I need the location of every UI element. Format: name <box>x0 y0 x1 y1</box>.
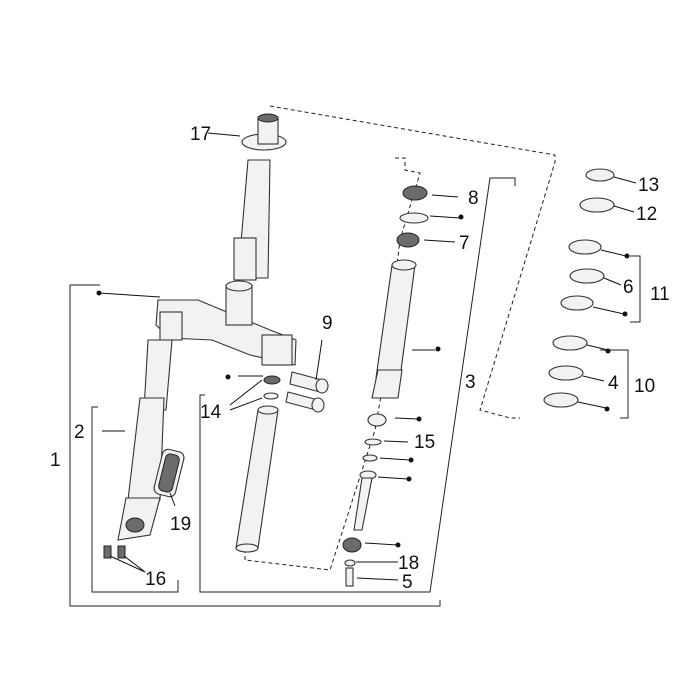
callout-18: 18 <box>398 553 419 574</box>
callout-numbers: 17 8 7 3 15 18 5 9 14 2 1 19 16 13 12 6 … <box>50 124 670 593</box>
fork-assembly <box>103 113 329 559</box>
callout-5: 5 <box>402 572 413 593</box>
callout-7: 7 <box>459 233 470 254</box>
callout-6: 6 <box>623 277 634 298</box>
callout-14: 14 <box>200 402 222 423</box>
callout-4: 4 <box>608 373 619 394</box>
assembly-brackets <box>69 177 641 607</box>
callout-16: 16 <box>145 569 166 590</box>
shock-tube-assembly <box>342 185 429 587</box>
callout-3: 3 <box>465 372 476 393</box>
callout-9: 9 <box>322 313 333 334</box>
callout-dots <box>96 214 630 548</box>
callout-1: 1 <box>50 450 61 471</box>
callout-15: 15 <box>414 432 435 453</box>
headset-bearings <box>543 168 615 408</box>
leader-lines <box>98 132 637 581</box>
callout-13: 13 <box>638 175 659 196</box>
callout-8: 8 <box>468 188 479 209</box>
callout-19: 19 <box>170 514 191 535</box>
callout-17: 17 <box>190 124 211 145</box>
callout-10: 10 <box>634 376 655 397</box>
callout-11: 11 <box>650 284 670 305</box>
callout-2: 2 <box>74 422 85 443</box>
callout-12: 12 <box>636 204 657 225</box>
